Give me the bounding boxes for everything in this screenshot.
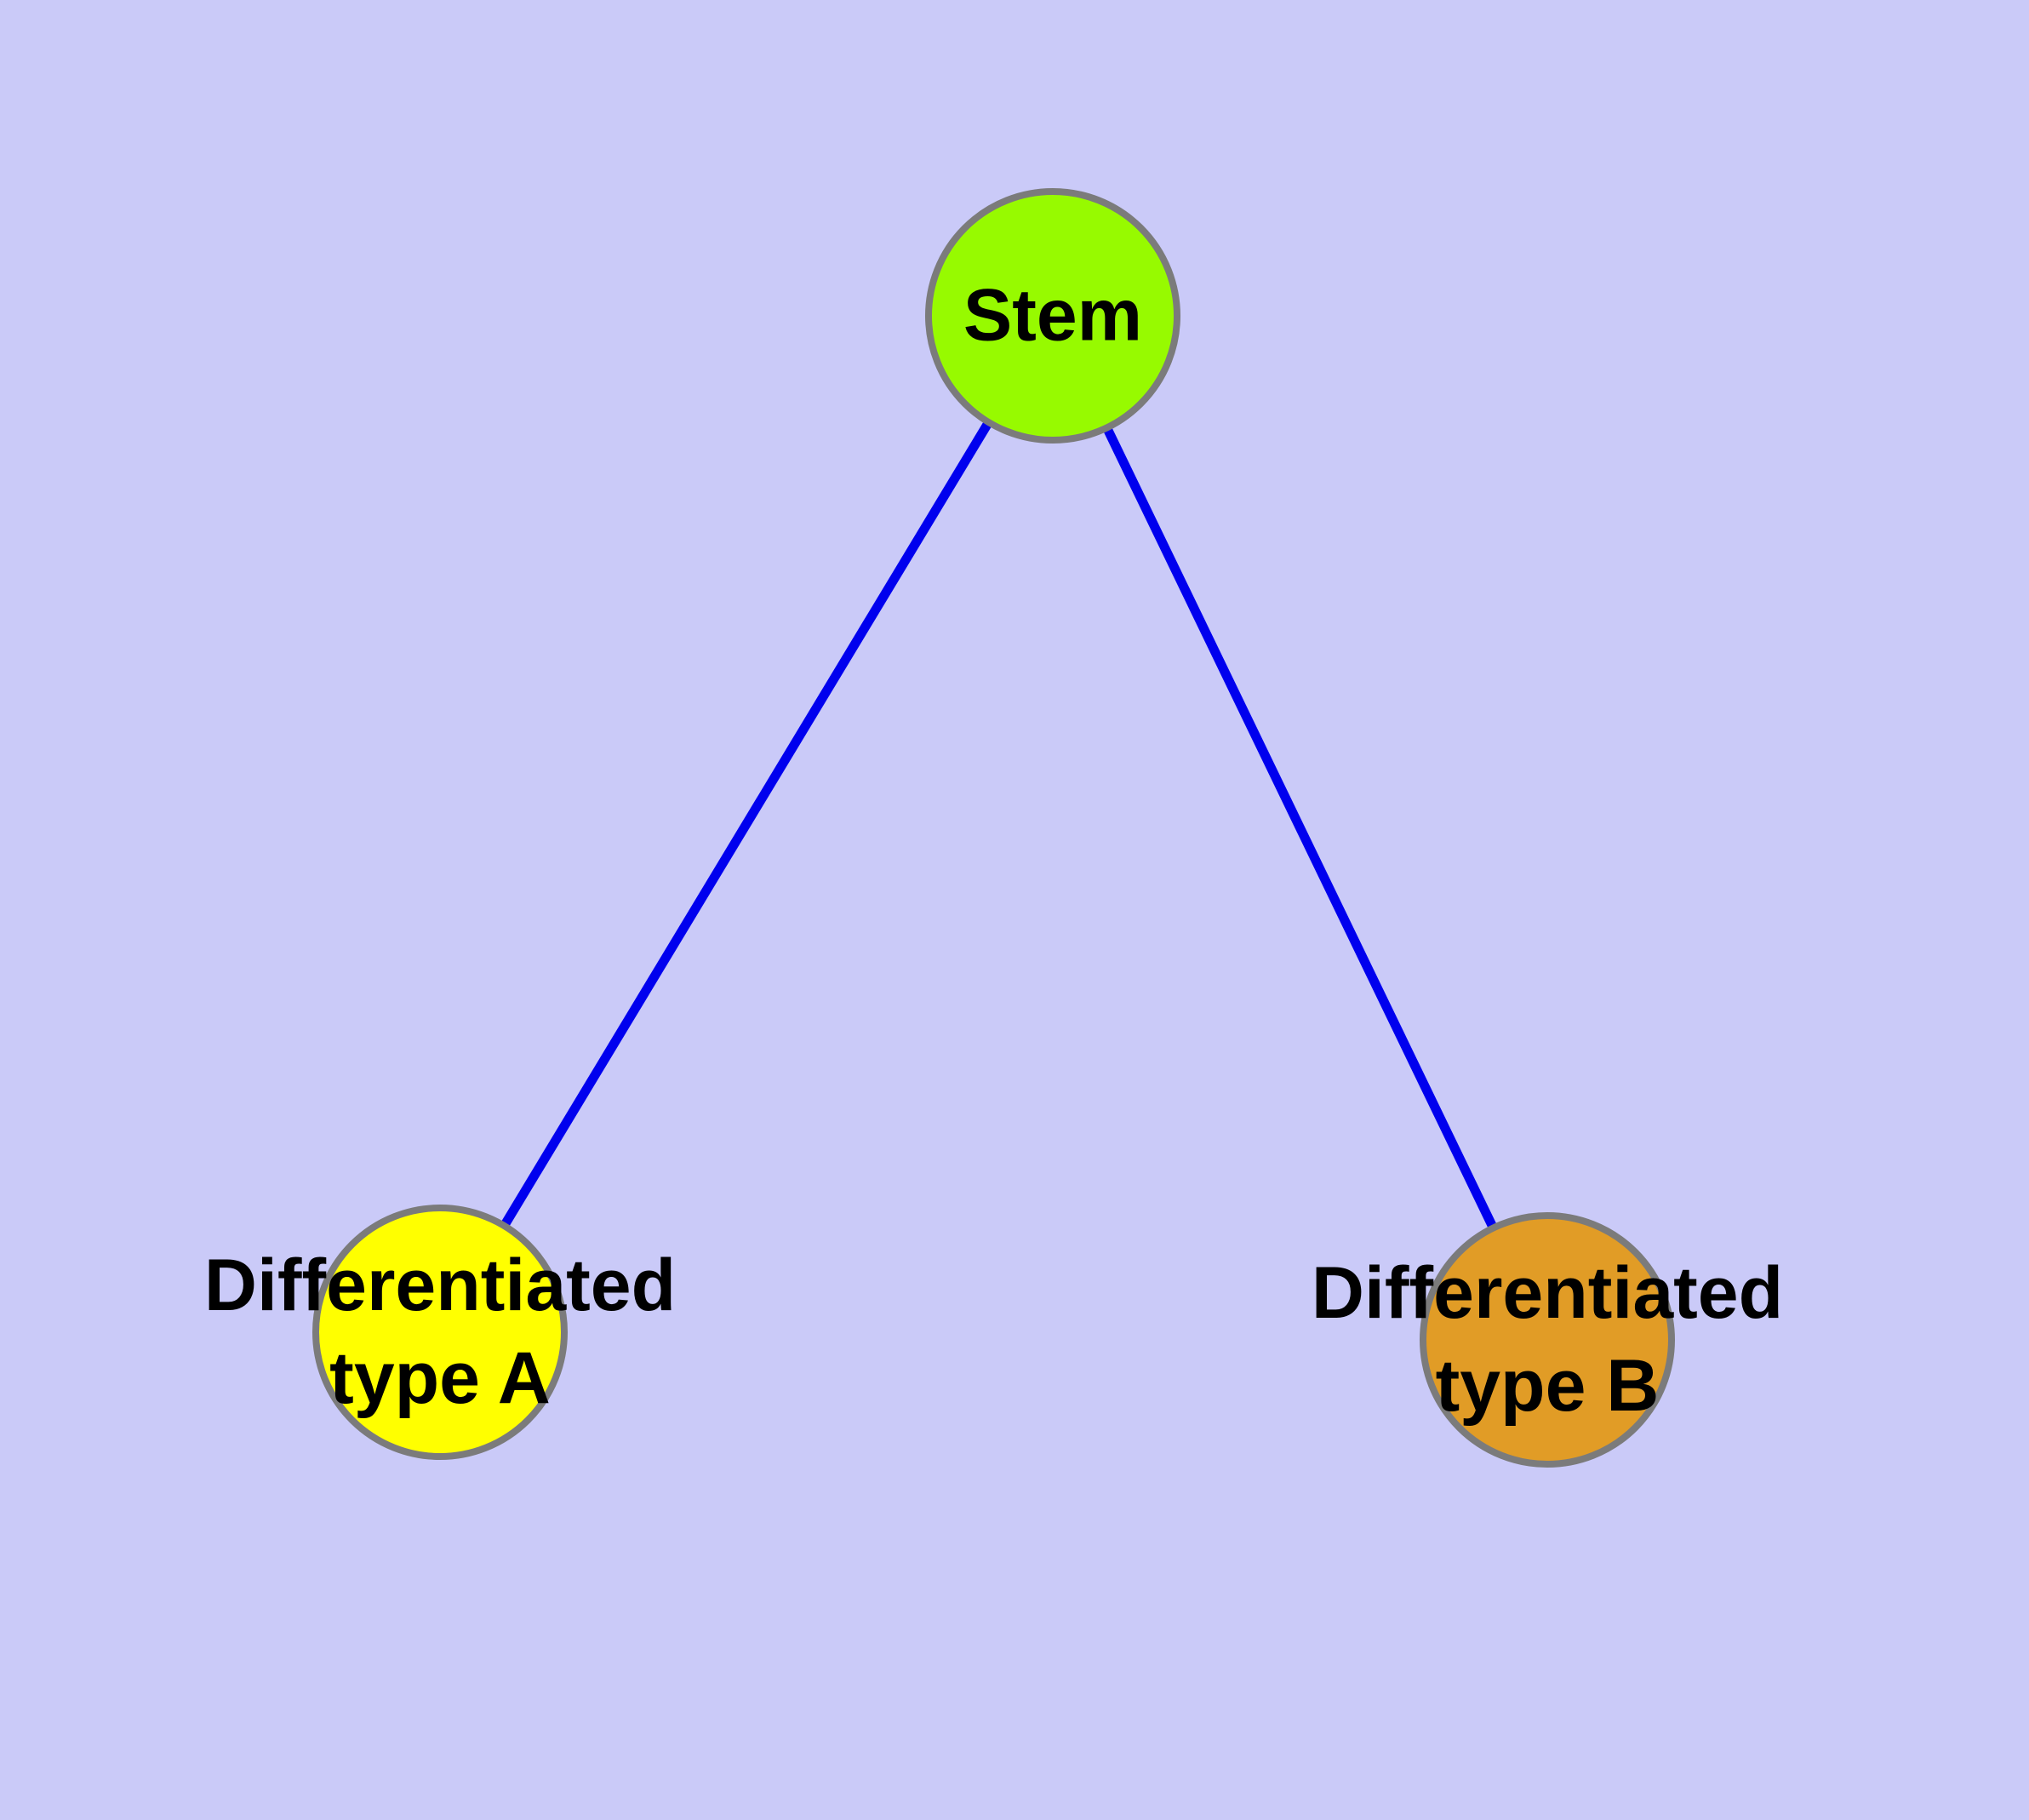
node-label-differentiated-type-a: Differentiated type A: [203, 1244, 677, 1419]
edge-stem-to-type-a: [436, 313, 1057, 1335]
node-stem: [925, 188, 1180, 444]
node-label-differentiated-type-b: Differentiated type B: [1311, 1251, 1784, 1427]
node-differentiated-type-b: [1420, 1212, 1675, 1468]
node-differentiated-type-a: [312, 1205, 568, 1460]
node-label-stem: Stem: [963, 274, 1143, 357]
edge-stem-to-type-b: [1049, 313, 1552, 1342]
